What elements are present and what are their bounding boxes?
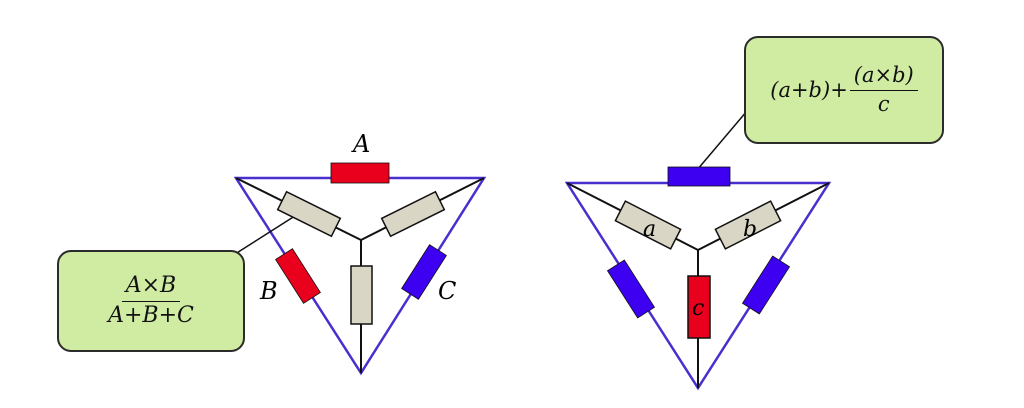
- right-resistor-left: [606, 259, 656, 319]
- left-formula-denominator: A+B+C: [108, 302, 194, 328]
- right-formula-callout: (a+b)+ (a×b) c: [744, 36, 944, 144]
- left-star-resistor-1: [276, 190, 342, 238]
- left-resistor-C: [401, 244, 447, 300]
- right-star-resistor-b: [714, 200, 782, 250]
- left-star-resistor-2: [380, 190, 446, 238]
- left-resistor-B: [275, 248, 321, 304]
- left-formula-fraction: A×B A+B+C: [104, 274, 198, 328]
- left-resistor-A: [330, 162, 390, 184]
- right-resistor-top: [667, 166, 731, 187]
- label-A: A: [351, 130, 370, 158]
- right-formula-prefix: (a+b)+: [770, 78, 848, 102]
- left-star-resistor-3: [350, 265, 373, 325]
- left-callout-leader: [231, 213, 299, 257]
- right-star-resistor-a: [614, 200, 682, 250]
- label-C: C: [438, 277, 456, 305]
- label-B: B: [259, 277, 278, 305]
- right-formula-fraction: (a×b) c: [849, 64, 918, 116]
- right-formula-numerator: (a×b): [849, 64, 918, 91]
- label-c: c: [692, 296, 704, 321]
- right-star-resistor-c: [687, 275, 711, 339]
- right-formula-denominator: c: [877, 91, 890, 116]
- right-resistor-right: [741, 255, 791, 315]
- left-formula-callout: A×B A+B+C: [57, 250, 245, 352]
- label-a: a: [643, 217, 656, 242]
- left-formula-numerator: A×B: [121, 274, 181, 302]
- label-b: b: [743, 217, 757, 242]
- right-formula: (a+b)+ (a×b) c: [770, 64, 918, 115]
